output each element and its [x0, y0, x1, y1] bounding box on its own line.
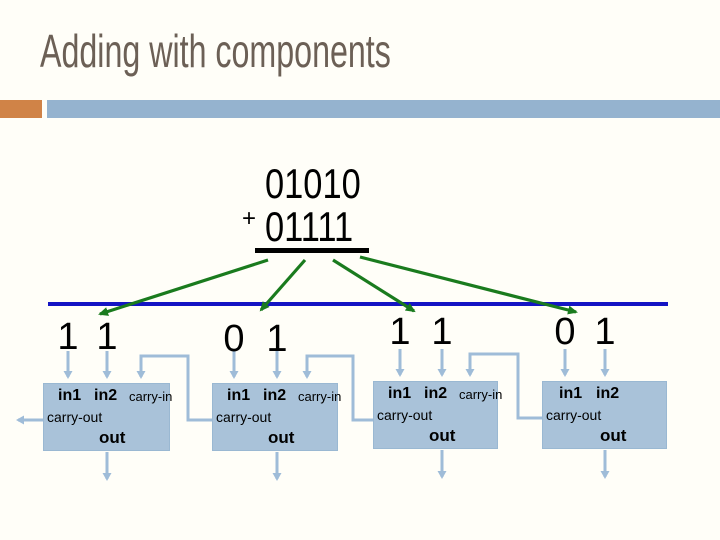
green-arrow-pair4 [359, 255, 578, 315]
binary-operand-top: 01010 [265, 160, 361, 207]
adder-box-2: in1 in2 carry-in carry-out out [212, 383, 342, 451]
adder3-out-label: out [429, 426, 456, 445]
bit-pair3-a: 1 [389, 311, 411, 353]
adder2-out-label: out [268, 428, 295, 447]
sum-underline [255, 248, 369, 253]
input-wires [63, 349, 610, 379]
adder-box-1: in1 in2 carry-in carry-out out [43, 383, 173, 451]
carry-chain-wires [16, 352, 542, 425]
bit-pair4-a: 0 [554, 311, 576, 353]
adder-box-4: in1 in2 carry-out out [542, 381, 667, 449]
green-arrow-pair3 [332, 258, 416, 313]
carry-wire-adder4-to-adder3 [465, 352, 542, 420]
adder4-in1-label: in1 [559, 385, 583, 402]
adder3-in2-label: in2 [424, 385, 448, 402]
adder2-carry-in-label: carry-in [298, 389, 342, 404]
green-arrow-pair1 [98, 258, 269, 316]
adder2-in2-label: in2 [263, 387, 287, 404]
green-arrows [98, 255, 578, 316]
adder4-carry-out-label: carry-out [546, 407, 602, 423]
bit-pair4-b: 1 [594, 311, 616, 353]
bit-pair1-a: 1 [57, 316, 79, 358]
output-wires [102, 450, 610, 481]
bit-pair2-b: 1 [266, 318, 288, 360]
carry-wire-adder2-to-adder1 [136, 354, 212, 422]
adder3-in1-label: in1 [388, 385, 412, 402]
adder1-carry-in-label: carry-in [129, 389, 173, 404]
adder1-out-label: out [99, 428, 126, 447]
adder4-out-label: out [600, 426, 627, 445]
adder-box-3: in1 in2 carry-in carry-out out [373, 381, 502, 449]
accent-blue-bar [47, 100, 720, 118]
adder3-carry-in-label: carry-in [459, 387, 503, 402]
bit-pair1-b: 1 [96, 316, 118, 358]
carry-wire-adder3-to-adder2 [302, 354, 373, 422]
binary-operand-bottom: 01111 [265, 203, 354, 250]
adder1-carry-out-label: carry-out [47, 409, 103, 425]
adder1-in1-label: in1 [58, 387, 82, 404]
plus-sign: + [242, 205, 257, 232]
separator-line [48, 302, 668, 306]
adder2-in1-label: in1 [227, 387, 251, 404]
bit-pair3-b: 1 [431, 311, 453, 353]
slide-title: Adding with components [40, 25, 391, 77]
accent-orange-block [0, 100, 42, 118]
adder2-carry-out-label: carry-out [216, 409, 272, 425]
green-arrow-pair2 [259, 258, 307, 312]
adder1-in2-label: in2 [94, 387, 118, 404]
bit-pair2-a: 0 [223, 318, 245, 360]
adder3-carry-out-label: carry-out [377, 407, 433, 423]
adder4-in2-label: in2 [596, 385, 620, 402]
